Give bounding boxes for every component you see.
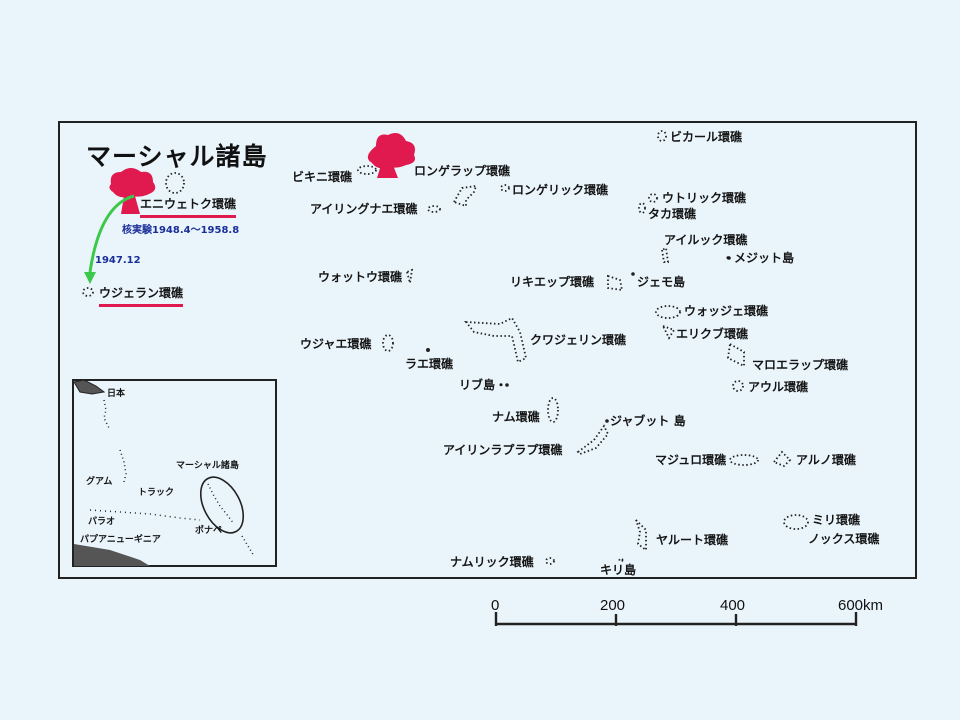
label-wotho: ウォットウ環礁: [318, 270, 403, 284]
atoll-ujae: [382, 334, 394, 352]
label-likiep: リキエップ環礁: [510, 275, 595, 289]
scale-bar: [494, 612, 858, 626]
inset-label-pohnpei: ポナペ: [195, 526, 223, 536]
atoll-namorik: [545, 557, 555, 565]
inset-carolines: [89, 509, 201, 521]
scale-tick-400: 400: [720, 597, 746, 614]
label-majuro: マジュロ環礁: [655, 453, 727, 467]
label-ailinginae: アイリングナエ環礁: [310, 202, 418, 216]
atoll-likiep: [607, 274, 624, 292]
inset-japan-chain: [103, 399, 111, 431]
map-title: マーシャル諸島: [86, 142, 268, 171]
island-lib: [505, 383, 509, 387]
label-ailinglaplap: アイリンラプラプ環礁: [443, 443, 563, 457]
atoll-ailinginae: [427, 205, 441, 213]
label-kili: キリ島: [600, 563, 637, 577]
inset-label-japan: 日本: [107, 389, 126, 399]
atoll-erikub: [661, 324, 676, 340]
atoll-maloelap: [727, 342, 745, 368]
atoll-namu: [547, 397, 559, 423]
scale-tick-600km: 600km: [838, 597, 884, 614]
label-relocation-date: 1947.12: [95, 255, 141, 266]
atoll-kwajalein: [464, 316, 528, 364]
atoll-enewetak: [165, 172, 185, 194]
atoll-bikar: [657, 130, 667, 142]
inset-label-truk: トラック: [138, 488, 175, 498]
inset-label-guam: グアム: [86, 477, 113, 487]
label-bikar: ビカール環礁: [670, 130, 743, 144]
label-lib: リブ島・: [459, 378, 508, 392]
atoll-arno: [772, 450, 792, 468]
island-lae: [426, 348, 430, 352]
atoll-wotje: [655, 305, 681, 319]
label-arno: アルノ環礁: [796, 453, 856, 467]
inset-label-palau: パラオ: [88, 517, 116, 527]
inset-marshall-ring: [199, 476, 245, 534]
inset-frame: [72, 379, 277, 567]
label-jabwot: ジャブット 島: [610, 414, 686, 428]
atoll-rongelap: [452, 184, 478, 208]
label-nuclear-tests: 核実験1948.4～1958.8: [122, 225, 240, 236]
inset-marshall-dots: [207, 483, 235, 525]
map-frame: [58, 121, 917, 579]
island-mejit: [727, 256, 731, 260]
island-dots: [426, 256, 731, 423]
atoll-bikini: [357, 165, 377, 175]
atoll-rongerik: [500, 184, 510, 192]
label-enewetak: エニウェトク環礁: [140, 198, 237, 218]
label-rongelap: ロンゲラップ環礁: [414, 164, 511, 178]
label-knox: ノックス環礁: [808, 532, 880, 546]
atoll-wotho: [405, 268, 414, 284]
label-jemo: ジェモ島: [637, 275, 686, 289]
relocation-arrow: [88, 194, 135, 273]
label-aur: アウル環礁: [748, 380, 809, 394]
atoll-ailuk: [661, 246, 670, 263]
inset-marianas: [119, 449, 127, 483]
label-wotje: ウォッジェ環礁: [684, 304, 769, 318]
atoll-ujelang: [82, 287, 94, 297]
atoll-kili: [618, 557, 624, 563]
label-mejit: ・メジット島: [722, 251, 795, 265]
label-ujae: ウジャエ環礁: [300, 337, 372, 351]
label-ailuk: アイルック環礁: [664, 233, 748, 247]
label-ujelang: ウジェラン環礁: [99, 287, 184, 307]
inset-map: [73, 379, 255, 566]
atoll-utirik: [648, 193, 658, 203]
label-mili: ミリ環礁: [812, 513, 861, 527]
label-utirik: ウトリック環礁: [662, 191, 747, 205]
label-erikub: エリクブ環礁: [676, 327, 749, 341]
label-bikini: ビキニ環礁: [292, 170, 353, 184]
scale-tick-200: 200: [600, 597, 626, 614]
atoll-ailinglaplap: [576, 424, 610, 456]
mushroom-cloud-icon-enewetak: [109, 168, 156, 214]
label-rongerik: ロンゲリック環礁: [512, 183, 609, 197]
label-namu: ナム環礁: [492, 410, 540, 424]
atolls: [82, 130, 809, 565]
atoll-aur: [732, 380, 744, 392]
mushroom-cloud-icon-bikini: [367, 133, 415, 178]
atoll-majuro: [729, 454, 759, 466]
island-jemo: [631, 272, 635, 276]
inset-japan-coast: [73, 379, 106, 395]
inset-label-marshall: マーシャル諸島: [176, 461, 239, 471]
inset-png-coast: [74, 544, 150, 566]
island-jabwot: [605, 419, 609, 423]
label-maloelap: マロエラップ環礁: [752, 358, 849, 372]
scale-tick-0: 0: [491, 597, 500, 614]
inset-label-png: パプアニューギニア: [80, 535, 161, 545]
inset-tail-dots: [241, 535, 255, 557]
atoll-jaluit: [635, 519, 647, 552]
relocation-arrow-head: [84, 272, 96, 284]
atoll-mili: [783, 514, 809, 530]
label-taka: タカ環礁: [648, 207, 697, 221]
label-lae: ラエ環礁: [405, 357, 454, 371]
label-kwajalein: クワジェリン環礁: [530, 333, 627, 347]
label-namorik: ナムリック環礁: [450, 555, 534, 569]
label-jaluit: ヤルート環礁: [656, 533, 729, 547]
atoll-taka: [638, 202, 646, 214]
